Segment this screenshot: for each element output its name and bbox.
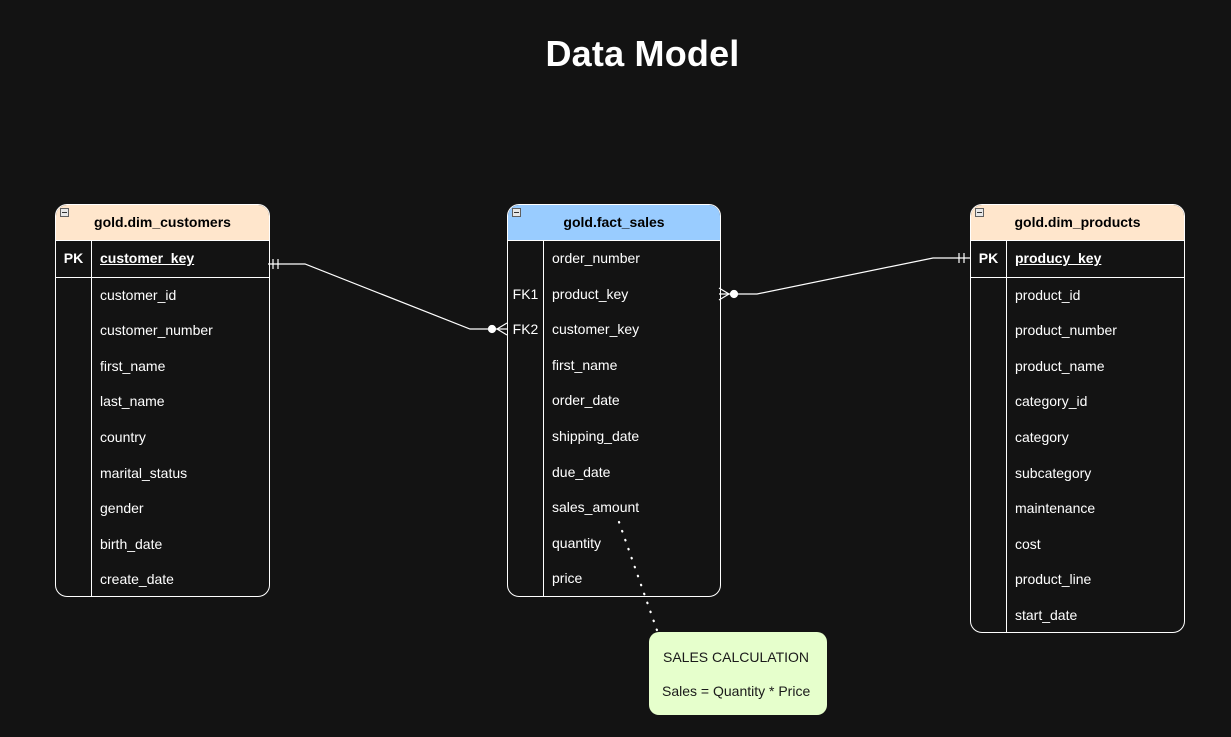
field-row[interactable]: category [971,420,1184,456]
field-row[interactable]: FK1 product_key [508,277,720,313]
field-row[interactable]: product_name [971,349,1184,385]
field-row[interactable]: country [56,420,269,456]
field-row[interactable]: customer_number [56,313,269,349]
column-divider [1006,241,1007,632]
field-name: first_name [552,356,618,373]
field-name: category [1015,428,1069,445]
field-name: order_date [552,392,620,409]
field-name: category_id [1015,393,1088,410]
field-name: gender [100,500,144,517]
field-name: country [100,428,146,445]
field-row[interactable]: quantity [508,526,720,562]
table-name: gold.fact_sales [563,214,665,230]
collapse-icon[interactable] [512,208,521,217]
field-name: create_date [100,571,174,588]
field-name: product_line [1015,571,1092,588]
field-row[interactable]: first_name [56,349,269,385]
field-name: due_date [552,463,611,480]
field-row[interactable]: marital_status [56,456,269,492]
field-name: cost [1015,535,1041,552]
field-row[interactable]: maintenance [971,491,1184,527]
field-row[interactable]: sales_amount [508,490,720,526]
field-row[interactable]: subcategory [971,456,1184,492]
field-row[interactable]: gender [56,491,269,527]
field-row[interactable]: last_name [56,384,269,420]
field-name: start_date [1015,606,1078,623]
pk-row[interactable]: PK producy_key [971,241,1184,278]
field-row[interactable]: cost [971,527,1184,563]
column-divider [543,241,544,596]
table-dim-customers[interactable]: gold.dim_customers PK customer_key custo… [55,204,270,597]
field-row[interactable]: birth_date [56,527,269,563]
relationship-products-fact [718,253,970,301]
fk-label: FK2 [512,321,539,338]
field-name: maintenance [1015,500,1096,517]
collapse-icon[interactable] [60,208,69,217]
field-name: customer_key [552,321,640,338]
table-fact-sales[interactable]: gold.fact_sales order_number FK1 product_… [507,204,721,597]
field-name: customer_id [100,286,177,303]
field-name: product_id [1015,286,1081,303]
table-header[interactable]: gold.fact_sales [508,205,720,241]
collapse-icon[interactable] [975,208,984,217]
field-name: customer_key [100,250,195,266]
pk-row[interactable]: PK customer_key [56,241,269,278]
diagram-title: Data Model [545,33,740,74]
field-row[interactable]: shipping_date [508,419,720,455]
crowfoot-marker [495,322,508,336]
field-name: order_number [552,250,640,266]
field-name: product_name [1015,357,1105,374]
field-name: customer_number [100,322,213,339]
column-divider [91,241,92,596]
field-row[interactable]: product_line [971,562,1184,598]
field-row[interactable]: FK2 customer_key [508,312,720,348]
table-name: gold.dim_products [1014,214,1141,230]
field-row[interactable]: order_number [508,241,720,277]
table-dim-products[interactable]: gold.dim_products PK producy_key product… [970,204,1185,633]
field-row[interactable]: category_id [971,384,1184,420]
field-name: price [552,570,583,587]
field-row[interactable]: start_date [971,598,1184,632]
field-name: quantity [552,534,602,551]
sales-calculation-note[interactable]: SALES CALCULATION Sales = Quantity * Pri… [649,632,827,715]
field-name: producy_key [1015,250,1102,266]
note-formula: Sales = Quantity * Price [662,683,811,699]
field-name: marital_status [100,464,188,481]
note-title: SALES CALCULATION [663,649,810,665]
zero-marker [729,289,739,299]
field-name: product_number [1015,322,1117,339]
field-name: shipping_date [552,427,640,444]
table-header[interactable]: gold.dim_customers [56,205,269,241]
fk-label: FK1 [512,285,539,302]
pk-label: PK [978,250,999,266]
field-name: last_name [100,393,165,410]
field-name: first_name [100,357,166,374]
field-row[interactable]: product_id [971,278,1184,314]
field-row[interactable]: customer_id [56,278,269,314]
field-row[interactable]: order_date [508,383,720,419]
table-name: gold.dim_customers [94,214,231,230]
field-row[interactable]: create_date [56,562,269,596]
field-row[interactable]: product_number [971,313,1184,349]
field-row[interactable]: price [508,561,720,596]
connector-line [719,257,970,295]
field-row[interactable]: due_date [508,455,720,491]
field-name: subcategory [1015,464,1092,481]
field-name: product_key [552,285,629,302]
relationship-customers-fact [268,259,508,336]
zero-marker [487,324,497,334]
pk-label: PK [63,250,84,266]
field-name: birth_date [100,535,163,552]
field-name: sales_amount [552,499,640,516]
connector-line [268,263,507,330]
field-row[interactable]: first_name [508,348,720,384]
table-header[interactable]: gold.dim_products [971,205,1184,241]
